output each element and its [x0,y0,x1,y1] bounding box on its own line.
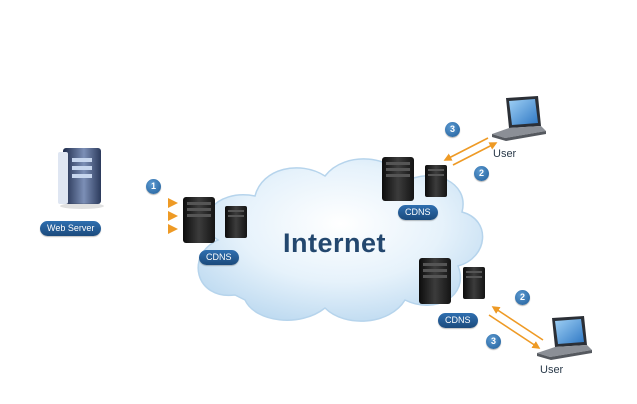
user-top-label: User [493,148,517,160]
server-push-arrows [120,198,178,234]
web-server-label: Web Server [40,221,102,236]
step-2-top-badge: 2 [474,166,489,181]
step-3-bottom-badge: 3 [486,334,501,349]
cdn-left-label: CDNS [199,250,239,265]
laptop-top-icon [492,96,546,141]
step-1-badge: 1 [146,179,161,194]
cdn-bottom-label: CDNS [438,313,478,328]
step-2-bottom-badge: 2 [515,290,530,305]
user-bottom-label: User [540,364,564,376]
top-user-arrows [443,137,498,166]
cdn-top-label: CDNS [398,205,438,220]
cdn-server-top-icon [382,157,447,201]
cdn-server-bottom-icon [419,258,485,304]
web-server-icon [58,148,104,209]
internet-label: Internet [283,228,387,258]
step-3-top-badge: 3 [445,122,460,137]
cdn-server-left-icon [183,197,247,243]
bottom-user-arrows [488,306,544,349]
laptop-bottom-icon [537,316,592,360]
